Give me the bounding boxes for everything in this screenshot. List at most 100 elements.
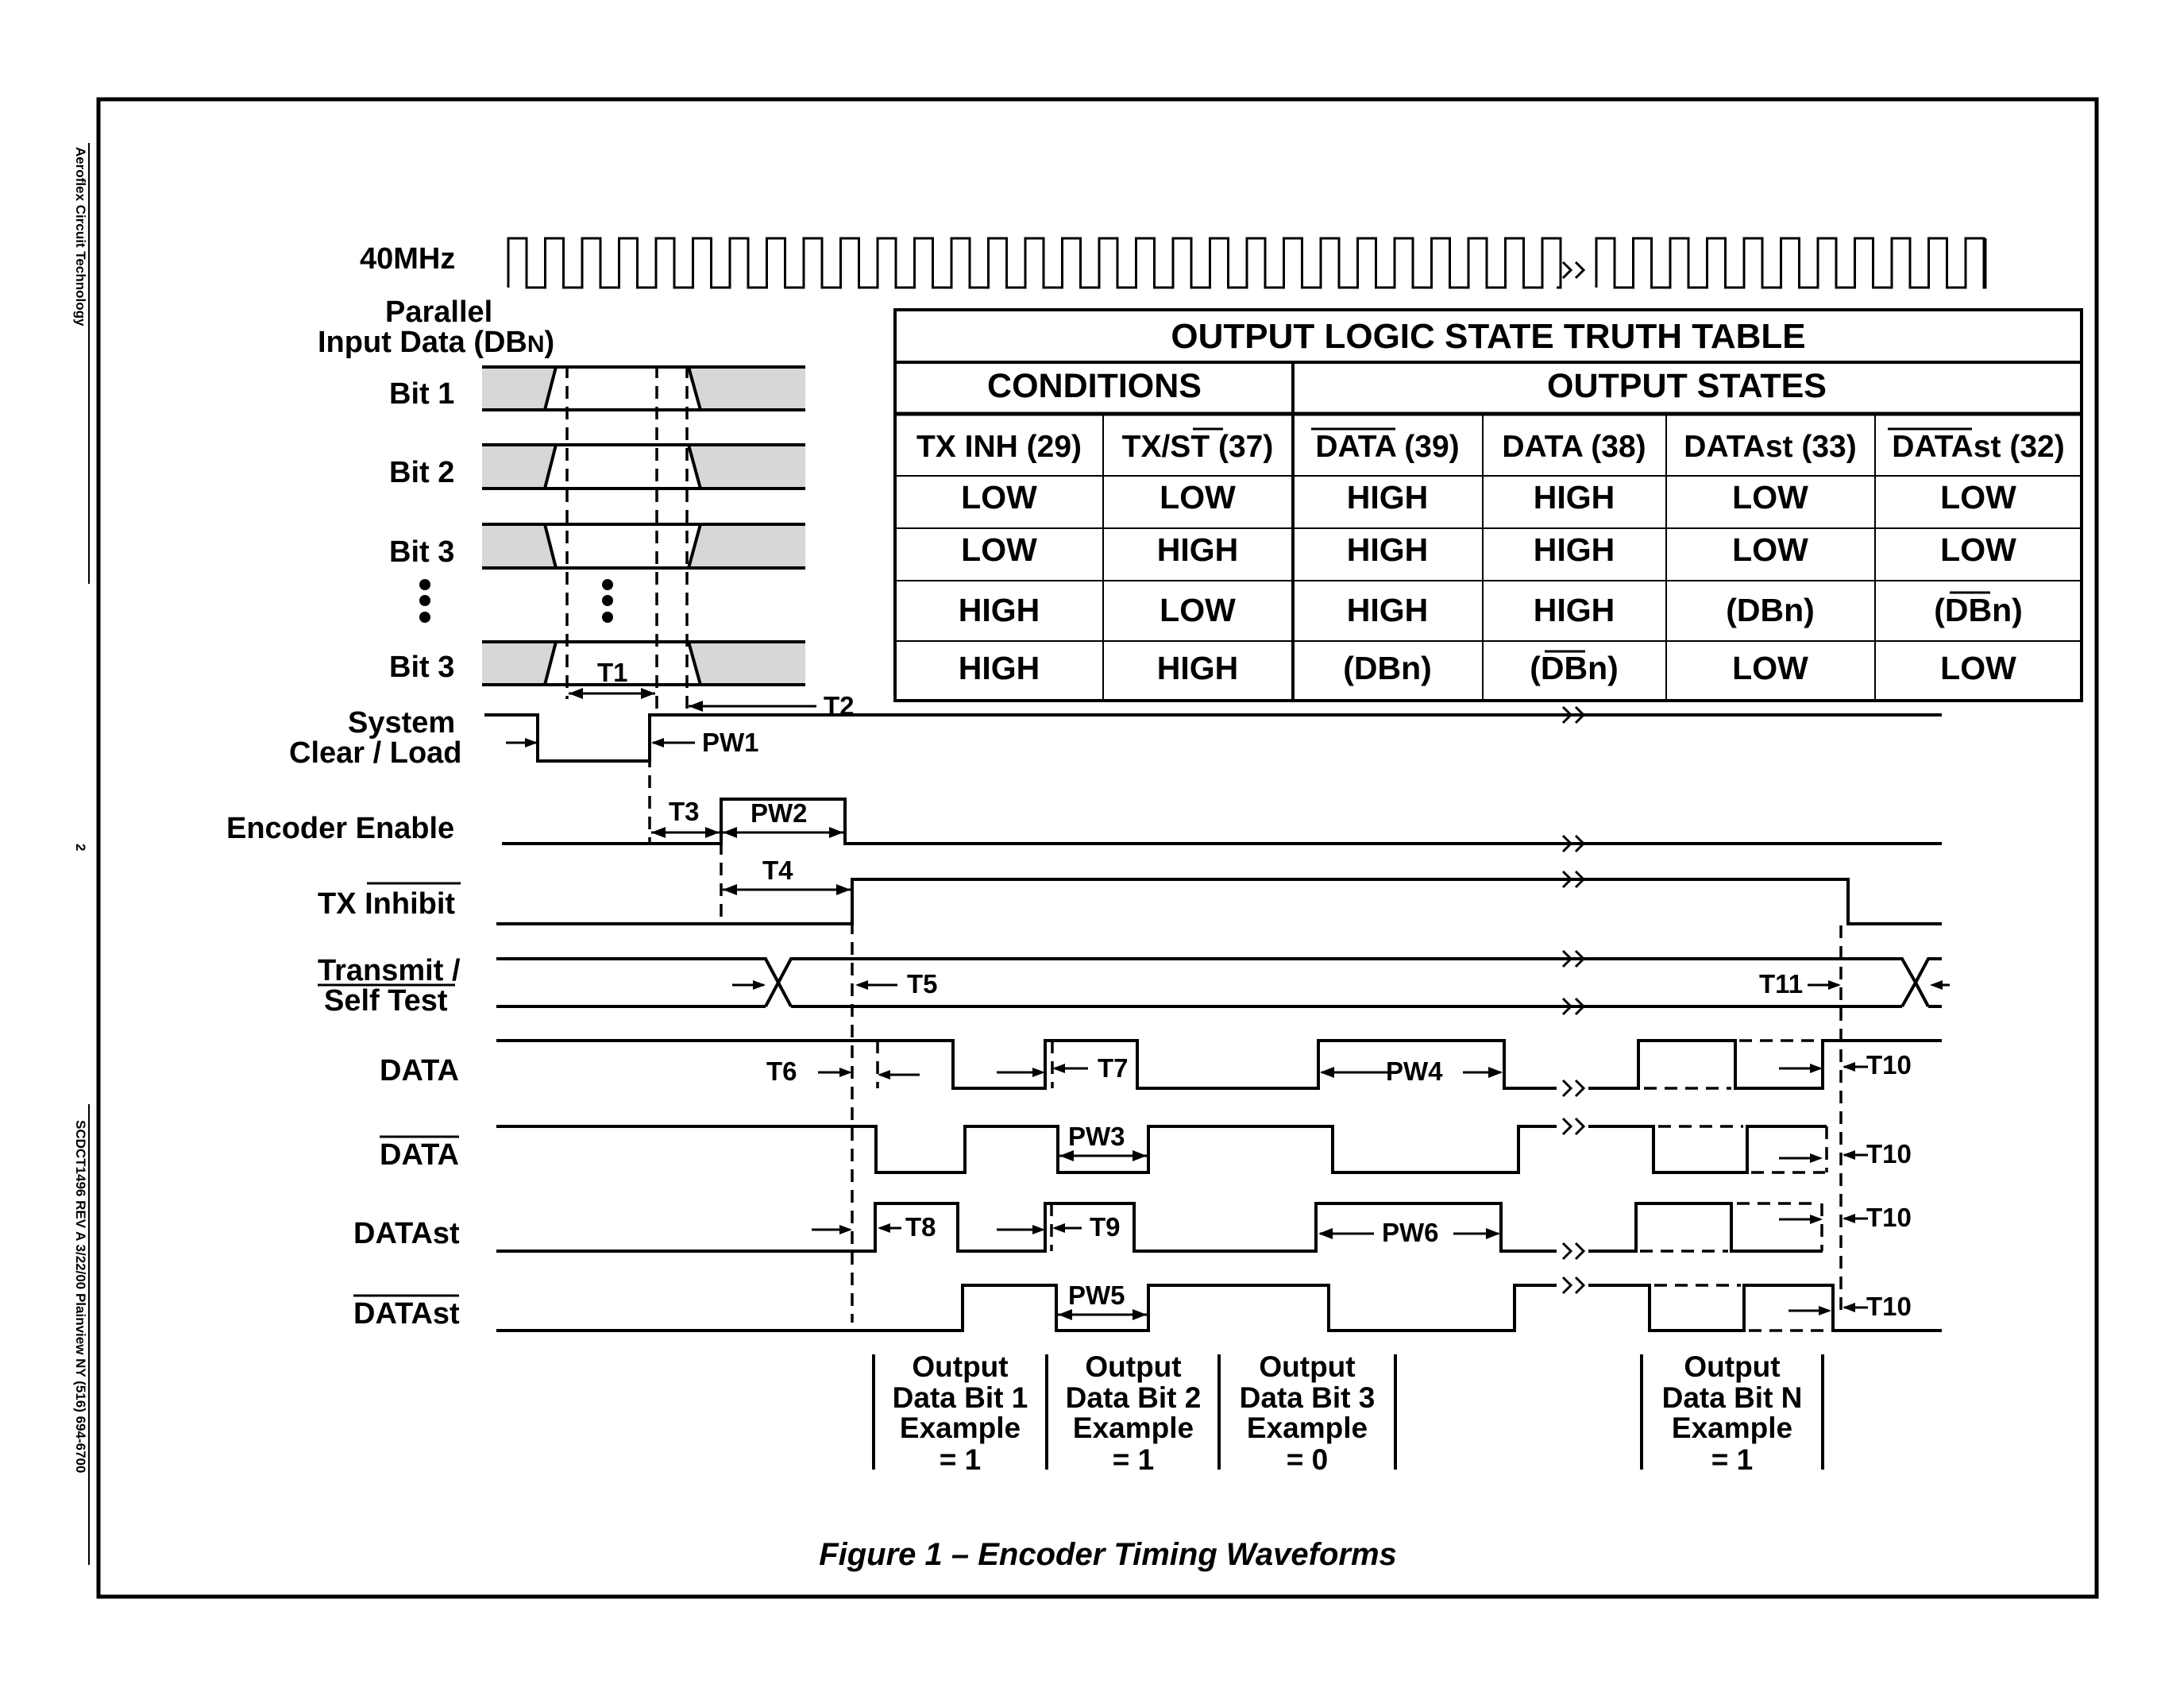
table-cell: LOW xyxy=(1940,479,2016,516)
databar-end-arrow xyxy=(1779,1153,1823,1163)
transmit-label-line2: Self Test xyxy=(324,984,448,1018)
bit1-waveform xyxy=(482,365,805,411)
t7-in-arrow xyxy=(997,1068,1045,1077)
col-tx-st: TX/ST (37) xyxy=(1122,430,1274,464)
sysclear-label-line1: System xyxy=(348,706,455,740)
t11-arrow xyxy=(1808,980,1841,990)
table-cell: LOW xyxy=(1732,479,1808,516)
t9-label: T9 xyxy=(1090,1212,1121,1242)
truth-table-group-conditions: CONDITIONS xyxy=(987,367,1202,405)
svg-text:= 0: = 0 xyxy=(1287,1443,1328,1476)
data-end-arrow xyxy=(1779,1064,1823,1073)
bit3b-label: Bit 3 xyxy=(389,651,454,684)
col-data-bar: DATA (39) xyxy=(1315,430,1459,464)
table-cell: (DBn) xyxy=(1530,650,1619,686)
table-cell: HIGH xyxy=(959,592,1040,628)
t4-arrow xyxy=(723,884,851,895)
example-dividers xyxy=(872,1354,1824,1470)
table-cell: HIGH xyxy=(1347,479,1429,516)
svg-text:= 1: = 1 xyxy=(1113,1443,1154,1476)
t10-datastbar-arrow xyxy=(1843,1303,1868,1312)
svg-text:Example: Example xyxy=(1073,1412,1194,1444)
svg-text:Data Bit 3: Data Bit 3 xyxy=(1240,1381,1376,1414)
t7-arrow xyxy=(1052,1064,1088,1073)
table-cell: (DBn) xyxy=(1726,592,1815,628)
t8-label: T8 xyxy=(905,1212,936,1242)
bit3-waveform xyxy=(482,523,805,570)
data-bar-waveform xyxy=(496,1125,1827,1174)
transmit-waveform-top xyxy=(496,957,1942,1007)
svg-text:Example: Example xyxy=(1247,1412,1368,1444)
t10-datast-label: T10 xyxy=(1866,1203,1912,1232)
bit3-label: Bit 3 xyxy=(389,535,454,569)
pw1-label: PW1 xyxy=(702,728,759,757)
truth-table-title: OUTPUT LOGIC STATE TRUTH TABLE xyxy=(1171,317,1805,356)
table-cell: HIGH xyxy=(1534,592,1615,628)
truth-table xyxy=(893,308,2083,702)
clock-label: 40MHz xyxy=(360,242,455,276)
output-example-n: Output Data Bit N Example = 1 xyxy=(1662,1350,1803,1476)
data-waveform-dashed xyxy=(1644,1039,1819,1090)
clock-break-mark xyxy=(1561,261,1586,280)
pw3-label: PW3 xyxy=(1068,1122,1125,1151)
data-t6-out-arrow xyxy=(878,1070,920,1080)
col-datast-bar: DATAst (32) xyxy=(1892,430,2064,464)
t10-data-label: T10 xyxy=(1866,1050,1912,1080)
table-cell: HIGH xyxy=(1347,531,1429,568)
pw6-label: PW6 xyxy=(1382,1218,1439,1247)
datastbar-end-arrow xyxy=(1788,1306,1831,1315)
table-cell: LOW xyxy=(1940,531,2016,568)
t3-arrow xyxy=(651,827,720,838)
datast-end-arrow xyxy=(1779,1215,1823,1224)
truth-table-group-outputs: OUTPUT STATES xyxy=(1547,367,1827,405)
col-data: DATA (38) xyxy=(1502,430,1646,464)
table-cell: HIGH xyxy=(959,650,1040,686)
ellipsis-dots-center xyxy=(602,579,613,623)
pw5-arrow xyxy=(1058,1309,1147,1320)
parallel-label-line1: Parallel xyxy=(385,295,492,329)
datast-bar-waveform xyxy=(496,1284,1942,1332)
encoder-enable-waveform xyxy=(502,798,1942,845)
bit2-waveform xyxy=(482,443,805,490)
t1-arrow xyxy=(569,688,655,699)
data-bar-waveform-dashed xyxy=(1658,1125,1825,1174)
data-waveform xyxy=(496,1039,1942,1090)
svg-text:Output: Output xyxy=(1684,1350,1780,1383)
table-cell: LOW xyxy=(961,479,1037,516)
table-cell: LOW xyxy=(1940,650,2016,686)
svg-text:Data Bit 2: Data Bit 2 xyxy=(1066,1381,1202,1414)
svg-text:Example: Example xyxy=(900,1412,1021,1444)
svg-text:Data Bit 1: Data Bit 1 xyxy=(893,1381,1028,1414)
pw1-arrow xyxy=(651,738,695,747)
table-cell: (DBn) xyxy=(1934,592,2023,628)
t10-datast-arrow xyxy=(1843,1214,1868,1223)
svg-text:Example: Example xyxy=(1672,1412,1792,1444)
t2-arrow xyxy=(689,701,816,712)
svg-text:Data Bit N: Data Bit N xyxy=(1662,1381,1803,1414)
transmit-label-line1: Transmit / xyxy=(318,954,461,987)
ellipsis-dots-left xyxy=(419,579,430,623)
bit1-label: Bit 1 xyxy=(389,377,454,411)
table-cell: HIGH xyxy=(1347,592,1429,628)
pw2-arrow xyxy=(723,827,843,838)
table-cell: LOW xyxy=(1160,592,1236,628)
truth-table-columns: TX INH (29) TX/ST (37) DATA (39) DATA (3… xyxy=(916,430,2065,464)
table-cell: HIGH xyxy=(1534,531,1615,568)
sysclear-break xyxy=(1561,705,1586,724)
t7-label: T7 xyxy=(1098,1053,1129,1083)
table-cell: HIGH xyxy=(1157,650,1239,686)
pw2-label: PW2 xyxy=(751,798,808,828)
data-bar-label: DATA xyxy=(380,1138,459,1172)
bitn-waveform xyxy=(482,640,805,686)
transmit-enter-arrow xyxy=(732,980,766,990)
datast-bar-label: DATAst xyxy=(353,1297,460,1331)
side-text-top: Aeroflex Circuit Technology xyxy=(73,147,88,326)
svg-text:Output: Output xyxy=(912,1350,1008,1383)
figure-frame xyxy=(96,97,2099,1599)
bit2-label: Bit 2 xyxy=(389,456,454,489)
sysclear-waveform xyxy=(484,713,1942,763)
table-cell: LOW xyxy=(1732,531,1808,568)
t9-in-arrow xyxy=(997,1225,1045,1234)
side-company: Aeroflex Circuit Technology xyxy=(73,147,88,326)
